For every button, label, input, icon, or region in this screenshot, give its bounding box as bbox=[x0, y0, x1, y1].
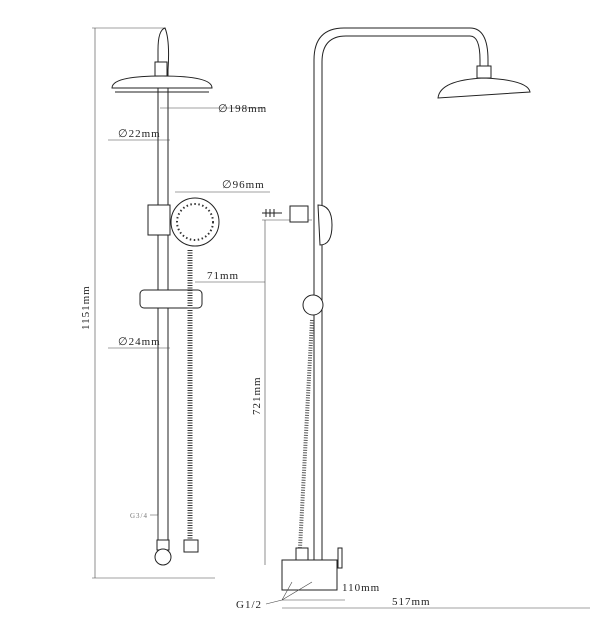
side-hose-nut bbox=[295, 547, 309, 561]
holder-height-label: 721mm bbox=[251, 376, 263, 415]
wall-screw bbox=[262, 209, 282, 217]
side-holder bbox=[289, 205, 309, 223]
total-height-label: 1151mm bbox=[80, 285, 92, 330]
side-slider bbox=[302, 294, 324, 316]
side-riser-inner bbox=[321, 35, 481, 560]
side-hand-shower bbox=[317, 204, 333, 246]
head-reach-label: 517mm bbox=[392, 596, 431, 608]
wall-elbow bbox=[154, 548, 172, 566]
side-hose bbox=[298, 319, 314, 549]
riser-pipe bbox=[157, 27, 170, 560]
valve-offset-label: 110mm bbox=[342, 582, 380, 594]
head-diameter-label: ∅198mm bbox=[218, 103, 267, 115]
pipe-diameter-label: ∅22mm bbox=[118, 128, 161, 140]
hand-shower-nozzles bbox=[176, 203, 214, 241]
hand-shower-diameter-label: ∅96mm bbox=[222, 179, 265, 191]
slide-bracket bbox=[139, 289, 203, 309]
head-connector bbox=[154, 61, 168, 77]
lower-pipe-diameter-label: ∅24mm bbox=[118, 336, 161, 348]
mixer-valve-body bbox=[281, 559, 338, 591]
front-view: ∅198mm ∅22mm ∅96mm 71mm ∅24mm G3/4 1151m… bbox=[80, 27, 270, 579]
hose-nut bbox=[183, 539, 199, 553]
slider-offset-label: 71mm bbox=[207, 270, 239, 282]
side-view: 721mm 110mm 517mm G1/2 bbox=[236, 27, 590, 611]
inlet-thread-right-label: G1/2 bbox=[236, 599, 262, 611]
inlet-thread-left-label: G3/4 bbox=[130, 512, 148, 520]
leader-g34 bbox=[150, 514, 159, 540]
hand-shower-holder bbox=[147, 204, 171, 236]
leader-g12 bbox=[265, 581, 313, 605]
side-head-connector bbox=[476, 65, 492, 79]
side-riser-arm bbox=[313, 27, 489, 560]
hand-shower bbox=[170, 197, 220, 247]
valve-lever bbox=[337, 547, 343, 569]
overhead-shower-head bbox=[111, 75, 213, 89]
side-overhead-head bbox=[437, 77, 531, 99]
